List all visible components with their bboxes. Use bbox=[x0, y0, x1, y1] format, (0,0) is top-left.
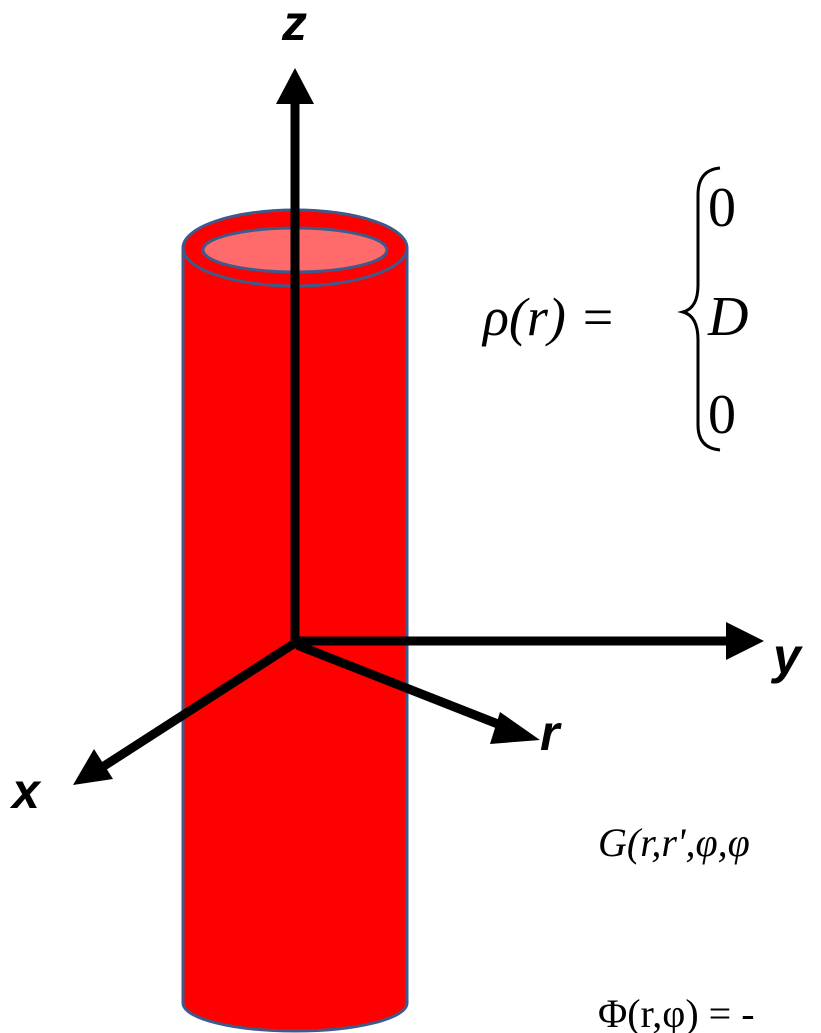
r-axis-arrowhead bbox=[490, 712, 540, 744]
density-case-3: 0 bbox=[708, 384, 736, 446]
density-lhs: ρ(r) = bbox=[481, 287, 616, 347]
density-case-2: D bbox=[707, 286, 748, 348]
z-axis-label: z bbox=[281, 0, 307, 51]
left-brace bbox=[677, 166, 721, 452]
x-axis-label: x bbox=[9, 763, 42, 819]
potential-formula: Φ(r,φ) = - bbox=[598, 991, 755, 1033]
coordinate-axes bbox=[73, 68, 764, 785]
r-axis bbox=[295, 640, 510, 733]
density-case-1: 0 bbox=[708, 177, 736, 239]
r-axis-label: r bbox=[540, 705, 562, 761]
z-axis-arrowhead bbox=[276, 68, 314, 104]
y-axis-label: y bbox=[770, 628, 803, 684]
y-axis-arrowhead bbox=[726, 622, 764, 660]
density-formula: ρ(r) = 0 D 0 bbox=[481, 166, 748, 452]
x-axis bbox=[101, 639, 298, 770]
greens-function: G(r,r',φ,φ bbox=[598, 820, 750, 865]
x-axis-arrowhead bbox=[73, 749, 113, 785]
